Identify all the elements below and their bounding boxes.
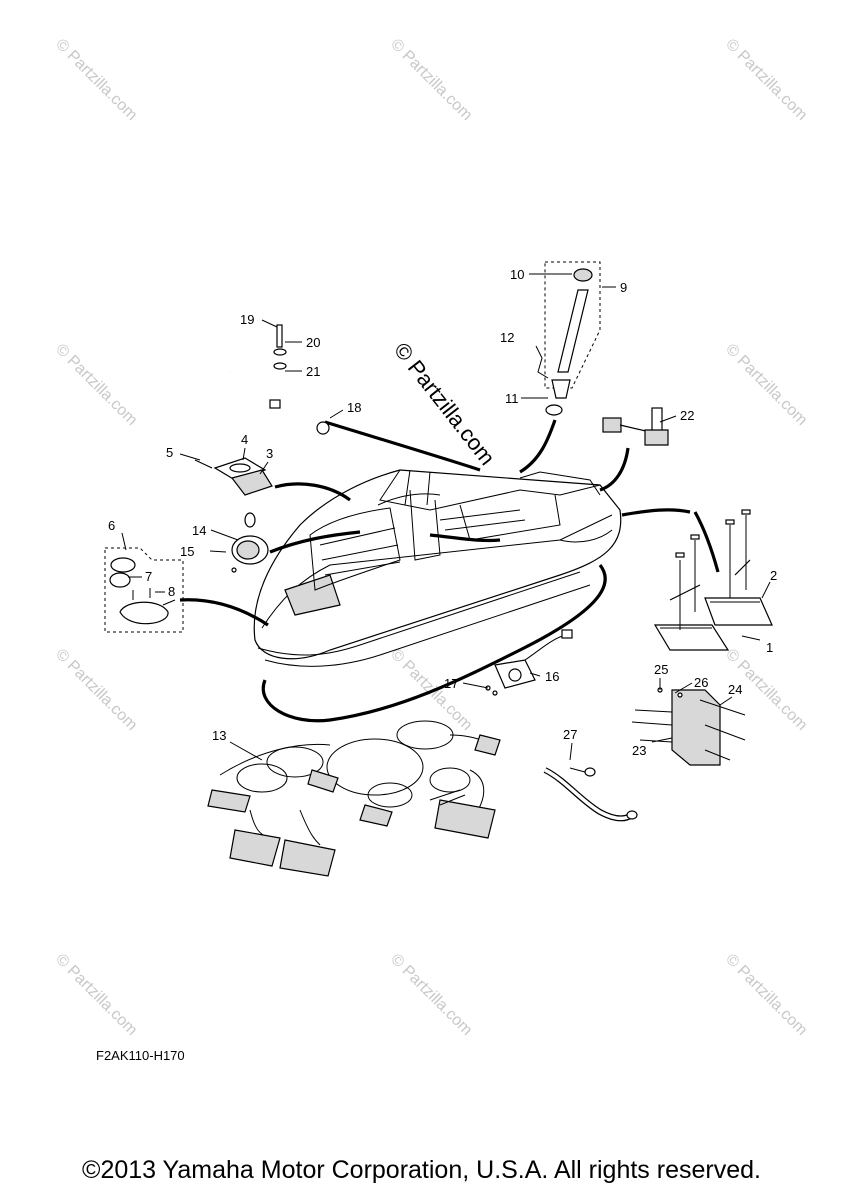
callout-20: 20 [306,335,320,350]
callout-labels: 1 2 3 4 5 6 7 8 9 10 11 12 13 14 15 16 1… [108,267,777,758]
callout-21: 21 [306,364,320,379]
callout-12: 12 [500,330,514,345]
callout-3: 3 [266,446,273,461]
callout-8: 8 [168,584,175,599]
callout-25: 25 [654,662,668,677]
callout-15: 15 [180,544,194,559]
callout-6: 6 [108,518,115,533]
callout-1: 1 [766,640,773,655]
callout-10: 10 [510,267,524,282]
callout-22: 22 [680,408,694,423]
leader-lines [121,273,771,761]
callout-2: 2 [770,568,777,583]
callout-5: 5 [166,445,173,460]
watermark-tile: © Partzilla.com [52,951,140,1039]
watermark-tile: © Partzilla.com [722,36,810,124]
connector-arrows [179,419,720,723]
part-switch-22 [602,407,669,446]
partzilla-watermark: © Partzilla.com [389,338,500,470]
part-grab-handle [229,324,330,435]
callout-11: 11 [505,391,519,406]
callout-27: 27 [563,727,577,742]
part-plate-16 [485,629,573,696]
callout-19: 19 [240,312,254,327]
watermark-tile: © Partzilla.com [387,951,475,1039]
part-trays [653,509,773,651]
part-box-6 [104,547,184,633]
part-harness-13 [207,720,501,877]
callout-23: 23 [632,743,646,758]
watermark-tile: © Partzilla.com [722,951,810,1039]
diagram-code: F2AK110-H170 [96,1048,185,1063]
watermark-tile: © Partzilla.com [52,341,140,429]
watermark-tile: © Partzilla.com [52,646,140,734]
boat-hull [253,469,622,667]
part-cable-27 [543,767,638,822]
callout-16: 16 [545,669,559,684]
copyright-notice: ©2013 Yamaha Motor Corporation, U.S.A. A… [82,1156,761,1184]
part-speaker [231,512,269,573]
watermark-tile: © Partzilla.com [387,36,475,124]
callout-13: 13 [212,728,226,743]
callout-4: 4 [241,432,248,447]
watermark-tile: © Partzilla.com [52,36,140,124]
callout-26: 26 [694,675,708,690]
part-housing [194,457,273,496]
callout-9: 9 [620,280,627,295]
part-tube-assembly [535,261,601,416]
callout-7: 7 [145,569,152,584]
callout-14: 14 [192,523,206,538]
watermark-tile: © Partzilla.com [722,341,810,429]
callout-17: 17 [444,676,458,691]
callout-24: 24 [728,682,742,697]
callout-18: 18 [347,400,361,415]
